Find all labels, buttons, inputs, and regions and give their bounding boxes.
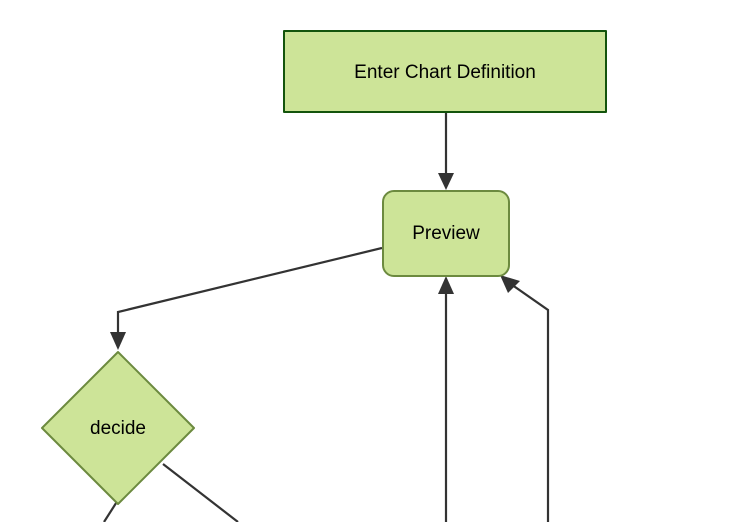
- edge-decide-right-line: [162, 463, 239, 522]
- edge-decide-left-line: [103, 499, 119, 522]
- node-preview[interactable]: Preview: [382, 190, 510, 277]
- edge-bottom-right-to-preview[interactable]: [500, 275, 550, 522]
- edge-preview-to-decide-hitarea[interactable]: [118, 248, 382, 341]
- edge-enter-to-preview[interactable]: [438, 113, 454, 190]
- edge-decide-to-offscreen-right[interactable]: [162, 463, 239, 522]
- node-enter-chart-definition-shape[interactable]: [283, 30, 607, 113]
- node-decide[interactable]: decide: [41, 351, 195, 505]
- edge-preview-to-decide[interactable]: [110, 246, 383, 350]
- node-decide-shape[interactable]: [41, 351, 195, 505]
- node-enter-chart-definition[interactable]: Enter Chart Definition: [283, 30, 607, 113]
- edge-decide-to-offscreen-left[interactable]: [103, 499, 119, 522]
- edge-layer: [103, 113, 550, 522]
- arrowhead-up-into-preview: [438, 276, 454, 294]
- edge-preview-to-decide-line: [116, 246, 383, 341]
- arrowhead-diagonal-into-preview: [500, 275, 520, 293]
- arrowhead-down-into-preview: [438, 173, 454, 190]
- edge-bottom-right-line: [507, 281, 550, 522]
- arrowhead-down-into-decide: [110, 332, 126, 350]
- node-preview-shape[interactable]: [382, 190, 510, 277]
- edge-bottom-vertical-to-preview[interactable]: [438, 276, 454, 522]
- edge-bottom-right-hitarea[interactable]: [507, 281, 548, 522]
